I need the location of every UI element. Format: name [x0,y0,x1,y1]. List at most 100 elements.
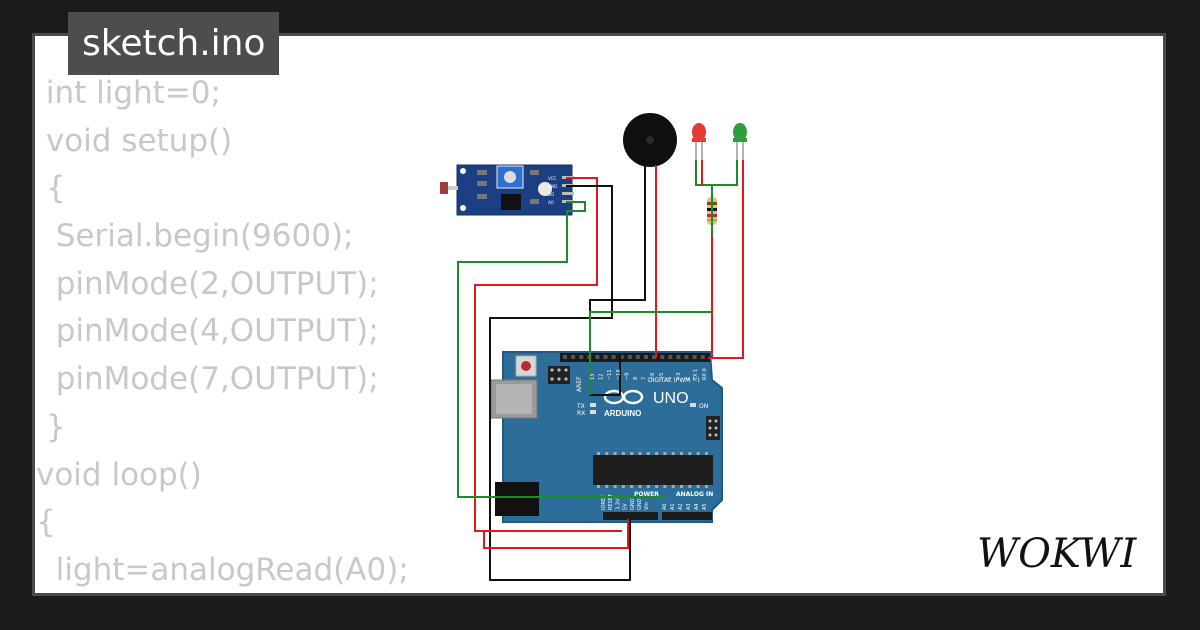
power-pin-label: Vin [644,502,650,510]
digital-header-label: DIGITAL (PWM ~) [648,377,700,384]
board-model-label: UNO [653,390,689,407]
arduino-uno-board[interactable]: DIGITAL (PWM ~) AREF TX RX ON UNO ARDUIN… [490,351,723,523]
red-led[interactable] [692,123,706,160]
buzzer-component[interactable] [623,113,677,167]
chip-pin [597,452,600,455]
board-brand-label: ARDUINO [604,409,641,418]
header-pin [700,355,705,359]
code-line: Serial.begin(9600); [36,218,354,255]
aref-label: AREF [576,376,583,392]
wokwi-logo[interactable]: WOKWI [975,525,1155,577]
chip-pin [613,452,617,455]
header-pin [676,355,681,359]
chip-pin [638,452,642,455]
light-sensor-module[interactable] [440,164,574,216]
chip-pin [630,452,634,455]
code-line: void loop() [36,456,202,493]
chip-pin [696,452,700,455]
code-line: { [36,504,56,541]
wire-sensor-gnd [489,185,631,581]
atmega-chip [593,455,713,485]
analog-pin-label: A4 [694,503,700,510]
chip-pin [597,485,600,488]
header-pin [652,355,657,359]
wire-5v [483,519,629,549]
chip-pin [680,452,683,455]
tx-label: TX [576,403,585,410]
on-label: ON [699,403,708,410]
analog-pin-label: A1 [670,503,676,510]
chip-pin [704,485,708,488]
code-line: pinMode(2,OUTPUT); [36,265,379,302]
chip-pin [663,485,667,488]
chip-pin [671,452,675,455]
ldr-icon [440,182,448,194]
analog-header-label: ANALOG IN [676,491,713,498]
chip-pin [655,452,659,455]
wire-sensor-do [457,201,665,498]
analog-header [662,512,712,520]
rx-label: RX [577,410,585,417]
power-jack [495,482,539,516]
header-pin [571,355,576,359]
chip-pin [663,452,667,455]
analog-pin-label: A5 [702,503,708,510]
wire-led-green-leg [712,160,738,186]
chip-pin [630,485,634,488]
digital-pin-label: ~6 [650,373,656,380]
digital-pin-label: ~10 [616,369,622,380]
digital-pin-label: 7 [642,377,648,380]
digital-pin-label: 2 [685,377,691,380]
code-line: int light=0; [36,75,221,111]
chip-pin [688,485,692,488]
icsp-header [706,416,720,440]
power-pin-label: GND [637,498,643,510]
header-pin [579,355,584,359]
chip-pin [696,485,700,488]
code-line: { [36,170,66,207]
digital-pin-label: 4 [667,377,673,380]
header-pin [644,355,648,359]
header-pin [595,355,600,359]
filename-label: sketch.ino [82,23,266,64]
digital-pin-label: 8 [633,377,639,380]
on-led [690,403,696,407]
chip-pin [621,452,625,455]
header-pin [668,355,673,359]
analog-pin-label: A2 [678,503,684,510]
digital-pin-label: 13 [590,374,596,380]
code-line: pinMode(4,OUTPUT); [36,313,379,350]
code-line: pinMode(7,OUTPUT); [36,361,379,398]
sensor-pin-label: DO [548,192,554,197]
digital-pin-label: ~9 [624,373,630,380]
chip-pin [646,485,650,488]
wires [457,160,744,581]
chip-pin [605,485,609,488]
power-pin-label: 5V [623,503,629,510]
code-line: light=analogRead(A0); [36,551,409,588]
digital-pin-label: RX 0 [702,368,708,380]
chip-pin [688,452,692,455]
header-pin [611,355,616,359]
header-pin [684,355,689,359]
chip-pin [671,485,675,488]
green-led[interactable] [733,123,747,160]
analog-pin-label: A0 [662,503,668,510]
digital-pin-label: TX 1 [693,369,699,381]
digital-header [560,353,710,362]
wokwi-logo-text: WOKWI [977,531,1137,577]
filename-tab[interactable]: sketch.ino [68,12,280,75]
chip-pin [655,485,659,488]
code-line: } [36,408,66,445]
power-pin-label: 3.3V [615,498,621,510]
chip-pin [621,485,625,488]
sensor-pin-label: GND [548,184,557,189]
header-pin [627,355,632,359]
code-editor[interactable]: int light=0; void setup() { Serial.begin… [36,70,456,595]
digital-pin-label: ~3 [676,373,682,380]
header-pin [692,355,697,359]
power-header-label: POWER [634,491,659,498]
chip-pin [704,452,708,455]
code-line: void setup() [36,122,233,159]
